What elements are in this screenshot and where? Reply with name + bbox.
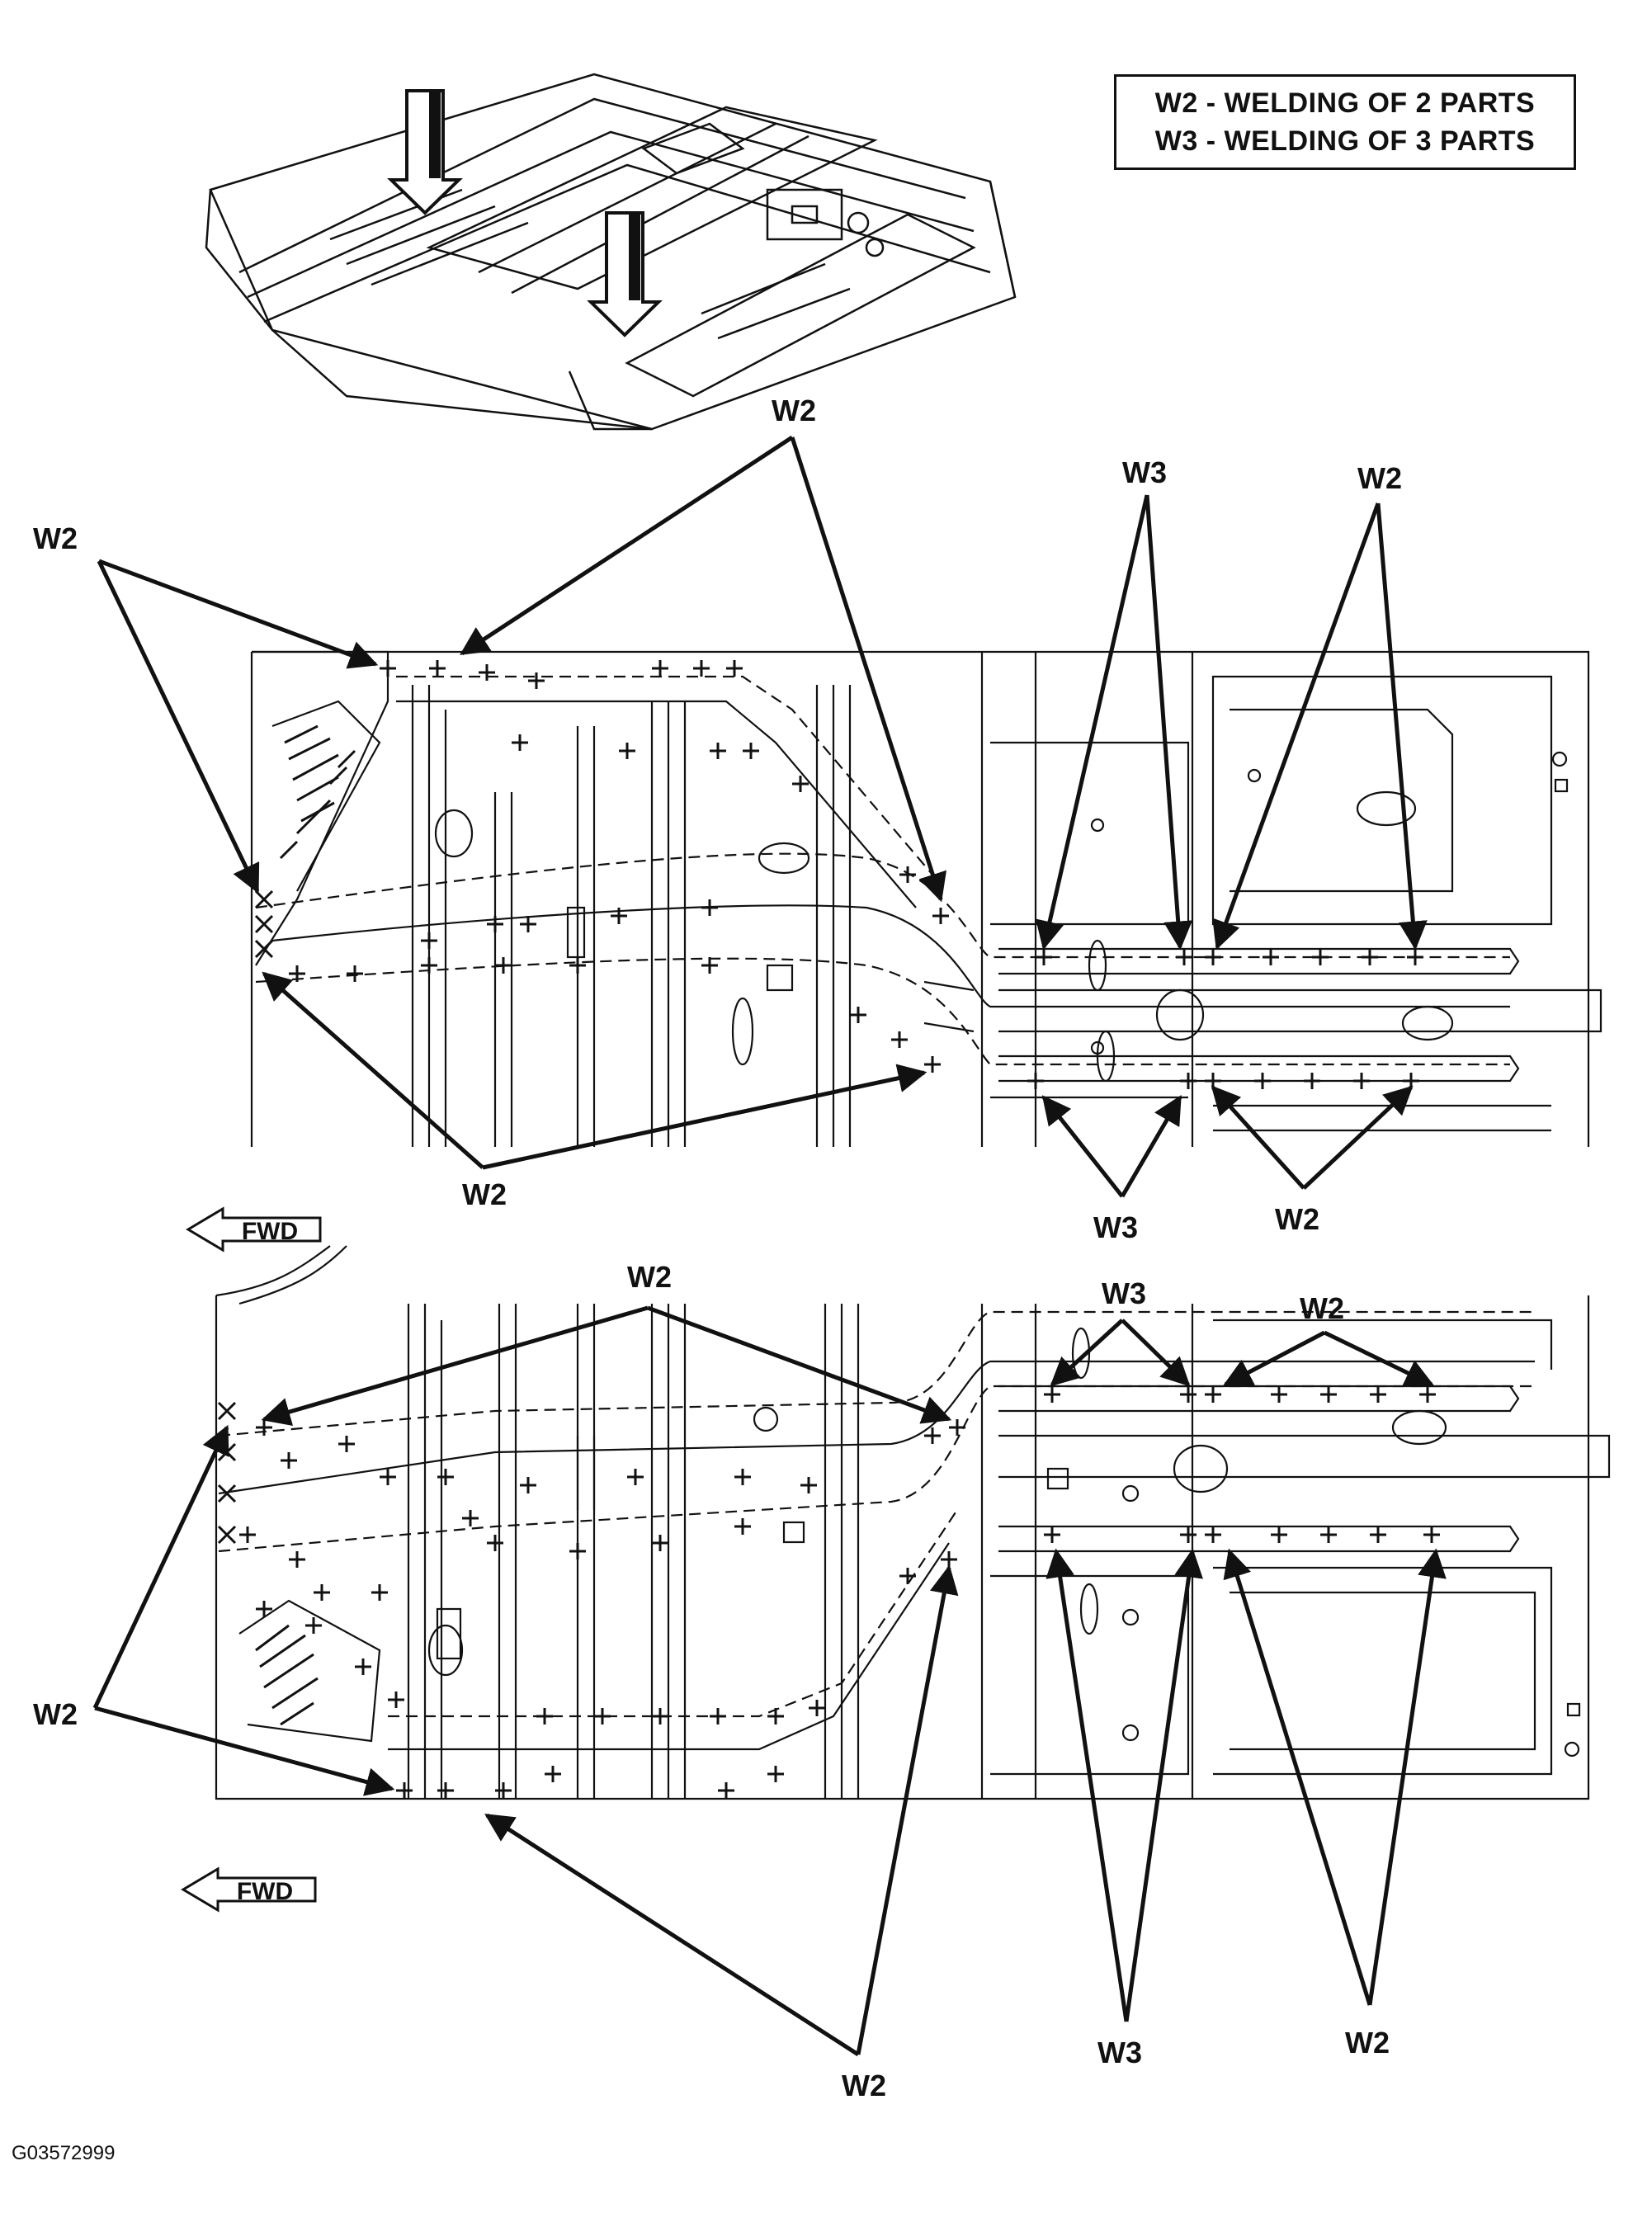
lower-label-w2-left: W2 xyxy=(33,1697,78,1731)
upper-label-w3-bottom-right: W3 xyxy=(1093,1210,1138,1244)
lower-label-w3-bottom-right: W3 xyxy=(1097,2036,1142,2069)
upper-label-w2-top-center: W2 xyxy=(772,394,816,427)
overview-arrow-left xyxy=(387,89,463,215)
upper-callout-arrows xyxy=(97,435,1428,1198)
fwd-label-lower: FWD xyxy=(237,1878,293,1905)
upper-label-w2-bottom-center: W2 xyxy=(462,1177,507,1211)
upper-label-w3-top-right: W3 xyxy=(1122,455,1167,489)
lower-label-w3-top-right: W3 xyxy=(1102,1276,1146,1310)
lower-label-w2-top-right: W2 xyxy=(1300,1291,1344,1325)
lower-callout-arrows xyxy=(92,1305,1447,2057)
lower-label-w2-top-center: W2 xyxy=(627,1260,672,1294)
upper-callout-labels: W2 W2 W3 W2 W2 W3 W2 xyxy=(33,394,1402,1244)
upper-label-w2-bottom-right: W2 xyxy=(1275,1202,1319,1236)
fwd-label-upper: FWD xyxy=(242,1218,298,1245)
upper-label-w2-top-left: W2 xyxy=(33,521,78,555)
fwd-indicator-upper: FWD xyxy=(186,1206,322,1253)
upper-floor-view xyxy=(250,650,1602,1147)
legend-w2: W2 - WELDING OF 2 PARTS xyxy=(1154,87,1536,119)
legend-box: W2 - WELDING OF 2 PARTS W3 - WELDING OF … xyxy=(1114,74,1576,170)
figure-code: G03572999 xyxy=(12,2142,116,2164)
legend-w3: W3 - WELDING OF 3 PARTS xyxy=(1154,125,1536,157)
lower-callout-labels: W2 W3 W2 W2 W2 W3 W2 xyxy=(33,1260,1390,2102)
isometric-floor-overview xyxy=(205,73,1017,431)
upper-label-w2-top-right: W2 xyxy=(1357,461,1402,495)
overview-arrow-right xyxy=(587,211,663,337)
lower-label-w2-bottom-right: W2 xyxy=(1345,2026,1390,2060)
lower-label-w2-bottom-center: W2 xyxy=(842,2069,886,2102)
lower-floor-view xyxy=(215,1245,1611,1800)
lower-weld-marks xyxy=(217,1386,1440,1799)
fwd-indicator-lower: FWD xyxy=(181,1866,317,1913)
upper-weld-marks xyxy=(254,660,1423,1089)
